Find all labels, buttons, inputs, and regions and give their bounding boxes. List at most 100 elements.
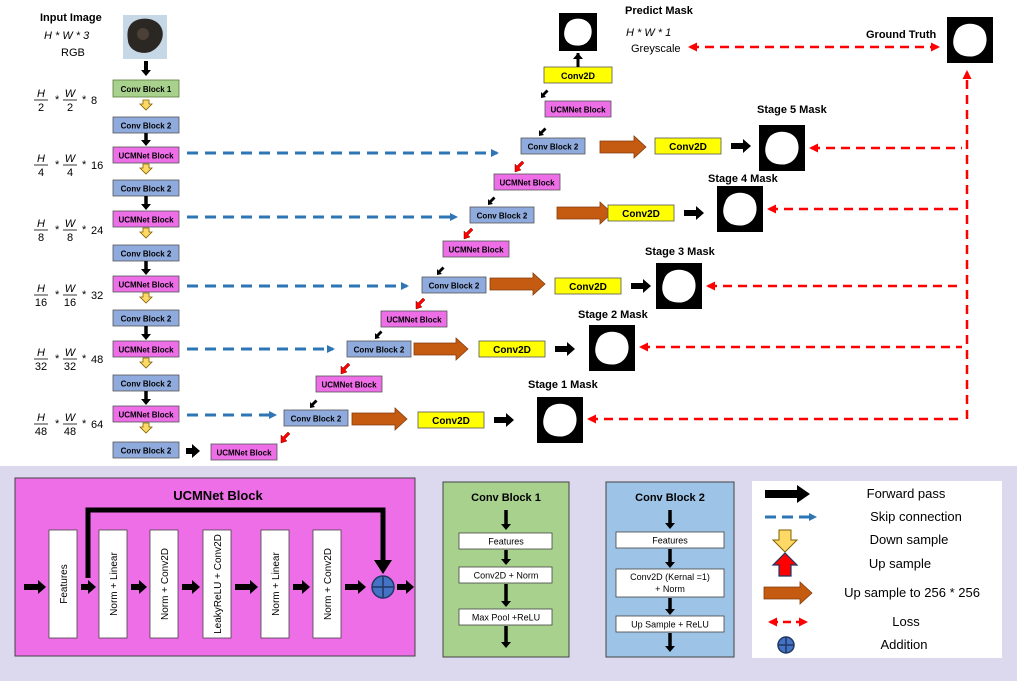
ucmnet-block bbox=[544, 100, 612, 118]
conv-block-2-label: Conv Block 2 bbox=[121, 315, 172, 324]
conv-block-2-label: Conv Block 2 bbox=[121, 380, 172, 389]
forward-arrow bbox=[576, 58, 580, 67]
conv1-step-box bbox=[458, 532, 553, 550]
ucmnet-block bbox=[112, 146, 180, 164]
legend-label: Down sample bbox=[870, 532, 949, 547]
forward-arrow bbox=[182, 580, 200, 594]
ucmnet-step-label: Norm + Conv2D bbox=[323, 548, 334, 620]
up-sample-256-arrow bbox=[351, 407, 408, 431]
scale-h-num: H bbox=[37, 218, 45, 230]
predict-mask-title: Predict Mask bbox=[625, 5, 694, 17]
stage-4-mask-region bbox=[723, 192, 757, 226]
forward-arrow bbox=[437, 266, 445, 275]
ground-truth-title: Ground Truth bbox=[866, 29, 937, 41]
conv-block-2-label: Conv Block 2 bbox=[354, 346, 405, 355]
conv2d-block bbox=[654, 137, 722, 155]
scale-h-den: 32 bbox=[35, 361, 47, 373]
ucmnet-step-box bbox=[149, 529, 179, 639]
forward-arrow-head bbox=[141, 140, 151, 146]
legend-forward-icon bbox=[765, 485, 810, 503]
stage-5-mask-title: Stage 5 Mask bbox=[757, 104, 828, 116]
legend-down-sample-icon bbox=[771, 529, 799, 553]
scale-w-den: 8 bbox=[67, 232, 73, 244]
conv2d-label: Conv2D bbox=[569, 282, 607, 293]
scale-w-num: W bbox=[65, 88, 77, 100]
conv2d-block bbox=[607, 204, 675, 222]
forward-arrow bbox=[541, 89, 549, 98]
up-sample-256-arrow bbox=[489, 272, 546, 296]
forward-arrow-head bbox=[665, 523, 675, 529]
conv2-step-label: Up Sample + ReLU bbox=[631, 620, 709, 630]
forward-arrow-head bbox=[665, 562, 675, 568]
conv-block-1-label: Conv Block 1 bbox=[121, 85, 172, 94]
conv-block-2 bbox=[283, 409, 349, 427]
ucmnet-block-label: UCMNet Block bbox=[118, 281, 174, 290]
ucmnet-block bbox=[210, 443, 278, 461]
conv2-step-box bbox=[615, 531, 725, 549]
scale-w-num: W bbox=[65, 412, 77, 424]
conv2-step-label: Conv2D (Kernal =1) bbox=[630, 572, 710, 582]
scale-h-num: H bbox=[37, 153, 45, 165]
conv-block-2 bbox=[520, 137, 586, 155]
legend-label: Forward pass bbox=[867, 486, 946, 501]
forward-arrow bbox=[293, 580, 310, 594]
stage-5-mask-region bbox=[765, 131, 799, 165]
forward-arrow-head bbox=[573, 53, 583, 59]
forward-arrow bbox=[144, 391, 148, 400]
ucmnet-step-box bbox=[48, 529, 78, 639]
ground-truth-mask-region bbox=[953, 23, 987, 57]
conv2-step-label: + Norm bbox=[655, 584, 685, 594]
down-sample-arrow bbox=[139, 163, 153, 175]
ucmnet-block bbox=[442, 240, 510, 258]
forward-arrow-head bbox=[501, 642, 511, 648]
forward-arrow bbox=[144, 196, 148, 205]
conv2d-label: Conv2D bbox=[493, 345, 531, 356]
forward-arrow-head bbox=[141, 204, 151, 210]
forward-arrow bbox=[731, 139, 751, 153]
ucmnet-block-label: UCMNet Block bbox=[499, 179, 555, 188]
scale-h-num: H bbox=[37, 412, 45, 424]
ucmnet-block bbox=[315, 375, 383, 393]
conv2-step-box bbox=[615, 568, 725, 598]
ucmnet-block-label: UCMNet Block bbox=[118, 216, 174, 225]
conv2d-block bbox=[554, 277, 622, 295]
scale-channels: 64 bbox=[91, 419, 103, 431]
up-sample-arrow bbox=[463, 227, 474, 240]
ucmnet-step-label: LeakyReLU + Conv2D bbox=[213, 534, 224, 634]
scale-w-den: 32 bbox=[64, 361, 76, 373]
forward-arrow bbox=[684, 206, 704, 220]
forward-arrow bbox=[310, 399, 318, 408]
conv1-step-box bbox=[458, 566, 553, 584]
stage-2-mask-title: Stage 2 Mask bbox=[578, 309, 649, 321]
ucmnet-block bbox=[112, 340, 180, 358]
ucmnet-step-label: Features bbox=[59, 564, 70, 603]
legend-label: Skip connection bbox=[870, 509, 962, 524]
down-sample-arrow bbox=[139, 99, 153, 111]
ucmnet-block bbox=[112, 405, 180, 423]
conv-block-2 bbox=[112, 441, 180, 459]
forward-arrow bbox=[668, 598, 672, 610]
forward-arrow bbox=[504, 626, 508, 643]
forward-arrow-head bbox=[141, 399, 151, 405]
scale-h-num: H bbox=[37, 88, 45, 100]
down-sample-arrow bbox=[139, 422, 153, 434]
conv-block-2-label: Conv Block 2 bbox=[121, 185, 172, 194]
ucmnet-block-label: UCMNet Block bbox=[118, 152, 174, 161]
conv-block-2-label: Conv Block 2 bbox=[528, 143, 579, 152]
scale-times: * bbox=[82, 418, 87, 430]
input-image bbox=[123, 15, 167, 59]
conv2-step-box bbox=[615, 615, 725, 633]
conv-block-2-label: Conv Block 2 bbox=[121, 250, 172, 259]
ucmnet-step-box bbox=[98, 529, 128, 639]
conv-block-2-label: Conv Block 2 bbox=[429, 282, 480, 291]
input-image-title: Input Image bbox=[40, 12, 102, 24]
conv2-step-label: Features bbox=[652, 536, 688, 546]
ucmnet-step-label: Norm + Linear bbox=[271, 552, 282, 616]
forward-arrow bbox=[144, 326, 148, 335]
ucmnet-step-label: Norm + Conv2D bbox=[160, 548, 171, 620]
scale-times: * bbox=[55, 224, 60, 236]
